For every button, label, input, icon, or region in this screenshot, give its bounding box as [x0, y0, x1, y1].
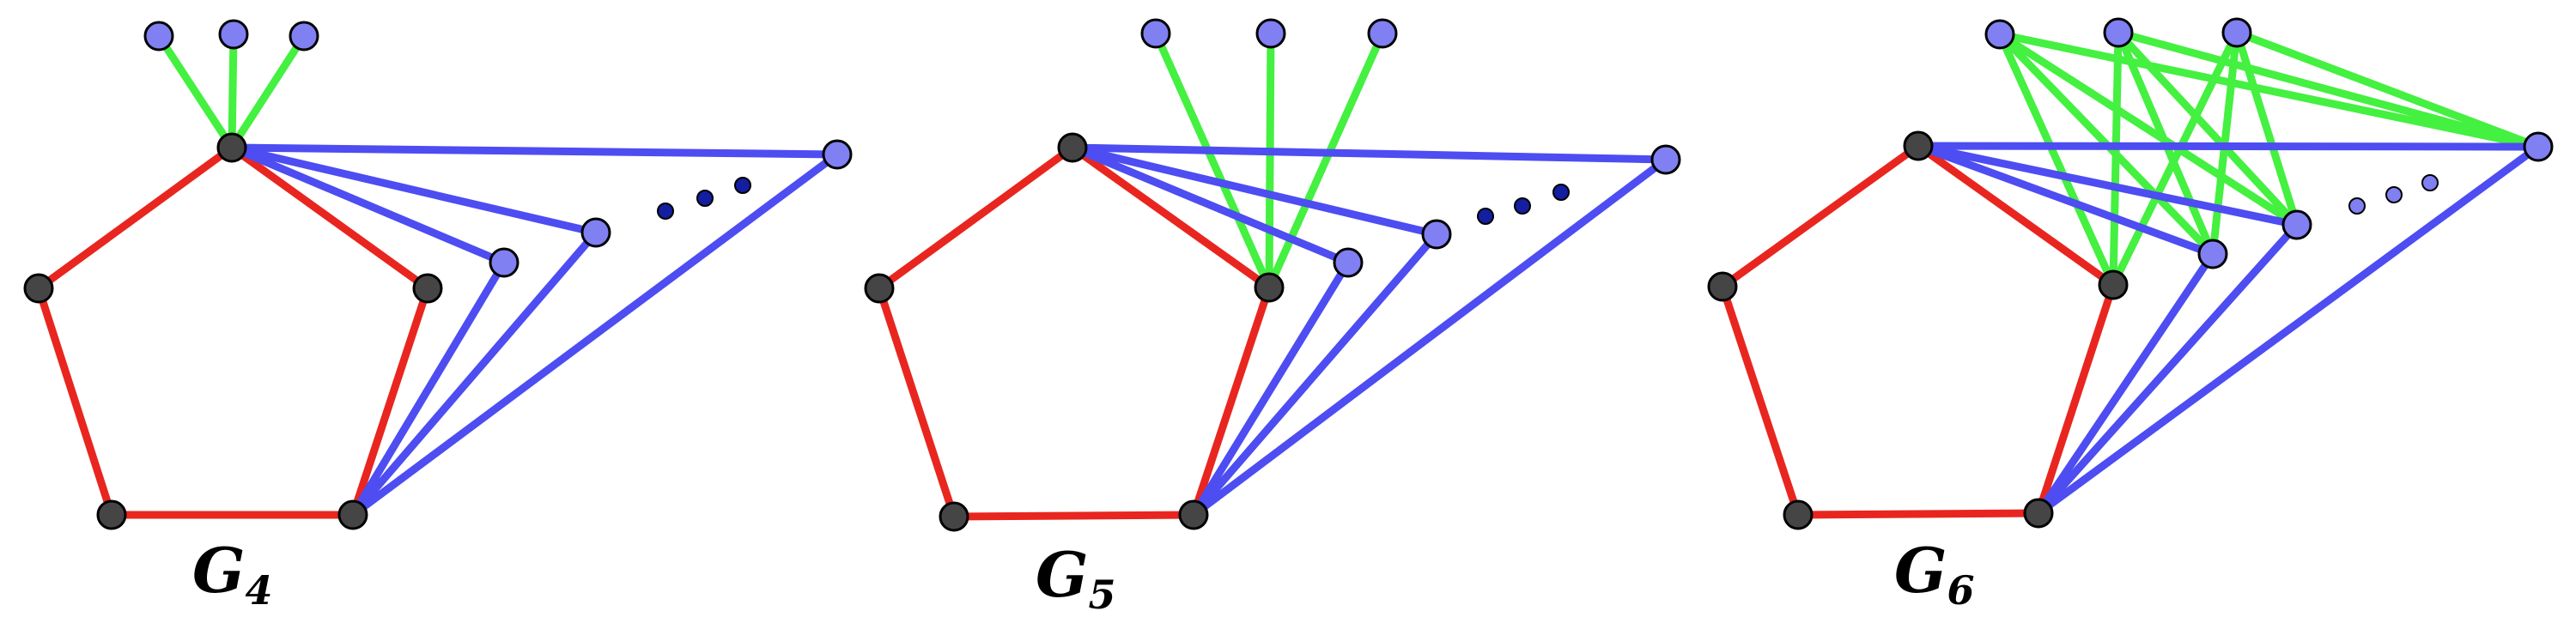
g6-green-edge-1-4 [1996, 30, 2543, 151]
g6-cycle-vertex-3 [1783, 499, 1814, 530]
g6-pendant-vertex-3 [2221, 17, 2252, 48]
g6-cycle-vertex-4 [2023, 498, 2054, 529]
g5-red-edge-3 [950, 511, 1198, 521]
g4-cycle-vertex-1 [216, 132, 247, 163]
g4-red-edge-2 [34, 284, 116, 519]
g6-ellipsis-dot-2 [2385, 186, 2403, 203]
g5-red-edge-4 [1189, 283, 1273, 519]
g5-blue-edge-bottom-1 [1189, 258, 1352, 519]
g6-blue-edge-top-2 [1914, 142, 2301, 229]
g4-pendant-vertex-1 [143, 21, 174, 51]
g5-blue-vertex-far [1650, 144, 1681, 175]
vertex-layer [23, 17, 2554, 532]
g6-red-edge-1 [1718, 142, 1923, 291]
g4-red-edge-4 [349, 284, 432, 519]
g4-ellipsis-dot-1 [657, 203, 674, 220]
g4-blue-vertex-far [822, 139, 853, 170]
g6-green-edge-3-1 [2109, 28, 2241, 289]
g6-pendant-vertex-1 [1984, 19, 2015, 50]
g5-green-edge-2 [1265, 29, 1275, 292]
g5-red-edge-5 [1068, 143, 1273, 292]
g4-red-edge-5 [228, 143, 432, 293]
g6-blue-edge-top-3 [1914, 142, 2543, 151]
g6-green-edge-1-1 [1996, 30, 2117, 289]
g4-green-edge-1 [155, 32, 236, 152]
g5-green-edge-3 [1265, 29, 1387, 292]
g4-blue-edge-bottom-1 [349, 258, 508, 519]
g6-green-edge-3-3 [2233, 28, 2301, 229]
g4-cycle-vertex-5 [412, 273, 443, 304]
g5-red-edge-2 [875, 284, 958, 521]
g6-cycle-vertex-2 [1707, 271, 1738, 302]
g5-blue-edge-bottom-3 [1189, 155, 1670, 519]
g5-blue-edge-bottom-2 [1189, 230, 1441, 519]
g4-label: G4 [192, 534, 273, 614]
g6-label: G6 [1894, 534, 1975, 614]
g4-subscript: 4 [246, 567, 273, 614]
g5-ellipsis-dot-2 [1514, 197, 1531, 215]
g5-cycle-vertex-1 [1057, 132, 1088, 163]
g6-blue-edge-bottom-2 [2034, 221, 2301, 517]
g6-green-edge-2-1 [2109, 28, 2123, 289]
g5-blue-edge-top-3 [1068, 143, 1670, 164]
g6-cycle-vertex-1 [1903, 130, 1934, 161]
g4-cycle-vertex-2 [23, 273, 54, 304]
g6-blue-vertex-far [2523, 131, 2554, 162]
g4-ellipsis-dot-2 [696, 190, 714, 207]
g6-subscript: 6 [1947, 567, 1975, 614]
g6-red-edge-4 [2034, 281, 2117, 517]
g5-ellipsis-dot-3 [1552, 184, 1570, 201]
g6-blue-edge-top-1 [1914, 142, 2217, 258]
g5-cycle-vertex-4 [1178, 499, 1209, 530]
g6-green-edge-1-3 [1996, 30, 2301, 229]
g6-green-edge-3-4 [2233, 28, 2543, 151]
g6-green-edge-2-3 [2114, 28, 2301, 229]
g5-blue-vertex-2 [1421, 219, 1452, 250]
g5-ellipsis-dot-1 [1477, 208, 1494, 225]
g6-ellipsis-dot-1 [2348, 197, 2366, 215]
g4-blue-vertex-2 [580, 217, 611, 248]
g4-blue-edge-top-1 [228, 143, 508, 267]
g6-blue-edge-bottom-1 [2034, 250, 2217, 517]
g6-green-edge-2-4 [2114, 28, 2543, 151]
g4-blue-edge-top-2 [228, 143, 600, 237]
g6-blue-edge-bottom-3 [2034, 142, 2543, 517]
g5-pendant-vertex-2 [1255, 18, 1286, 49]
g4-cycle-vertex-4 [337, 499, 368, 530]
g5-cycle-vertex-2 [864, 273, 895, 304]
g6-cycle-vertex-5 [2098, 269, 2129, 300]
g6-red-edge-5 [1914, 142, 2117, 289]
g4-cycle-vertex-3 [96, 499, 127, 530]
g6-red-edge-3 [1794, 509, 2043, 519]
g5-pendant-vertex-3 [1367, 18, 1398, 49]
g6-ellipsis-dot-3 [2421, 174, 2439, 191]
g4-red-edge-1 [34, 143, 236, 293]
g4-ellipsis-dot-3 [734, 177, 751, 194]
g5-cycle-vertex-3 [939, 501, 969, 532]
g5-blue-edge-top-2 [1068, 143, 1441, 239]
g5-blue-edge-top-1 [1068, 143, 1352, 267]
g4-blue-edge-bottom-2 [349, 228, 600, 519]
g4-blue-vertex-1 [489, 247, 519, 278]
g5-pendant-vertex-1 [1140, 18, 1171, 49]
g5-label: G5 [1036, 538, 1116, 617]
g4-pendant-vertex-2 [218, 19, 249, 50]
g5-blue-vertex-1 [1333, 247, 1364, 278]
g4-green-edge-2 [228, 30, 238, 152]
g6-pendant-vertex-2 [2103, 17, 2134, 48]
g4-blue-edge-top-3 [228, 143, 841, 159]
g6-blue-vertex-1 [2197, 239, 2228, 269]
g4-pendant-vertex-3 [289, 21, 319, 51]
g5-subscript: 5 [1089, 572, 1116, 617]
g6-blue-vertex-2 [2281, 209, 2312, 240]
g4-green-edge-3 [228, 32, 308, 152]
edge-layer [34, 28, 2543, 521]
g5-cycle-vertex-5 [1254, 272, 1285, 303]
g5-red-edge-1 [875, 143, 1077, 293]
g6-red-edge-2 [1718, 282, 1802, 519]
g4-blue-edge-bottom-3 [349, 150, 841, 519]
g5-green-edge-1 [1151, 29, 1273, 292]
